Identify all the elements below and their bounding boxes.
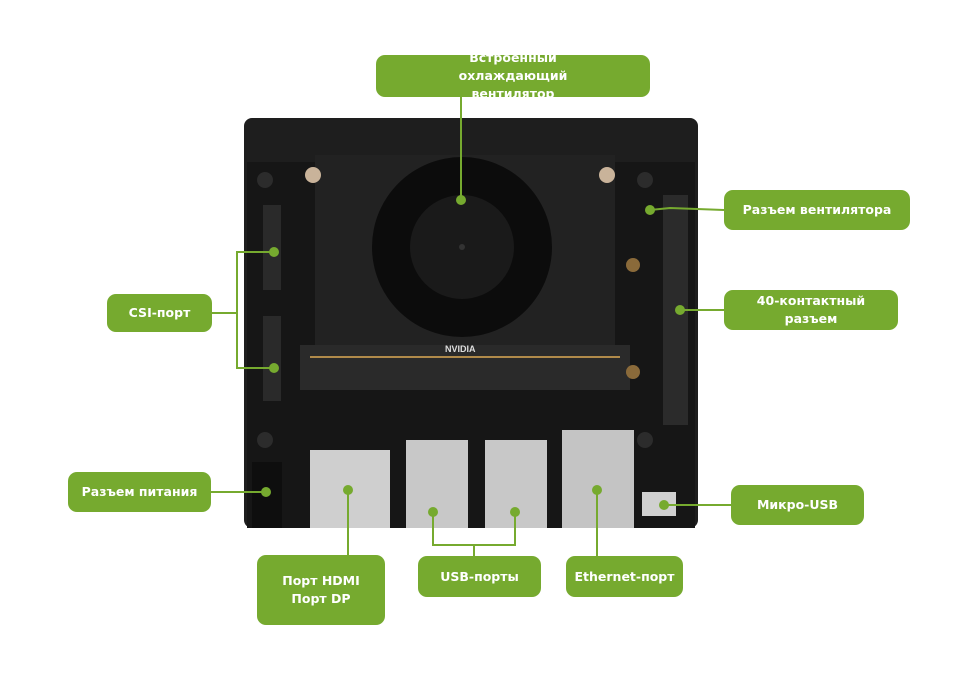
label-hdmi: Порт HDMI	[282, 573, 360, 588]
label-40pin-header: 40-контактный разъем	[724, 290, 898, 330]
label-power-connector: Разъем питания	[68, 472, 211, 512]
callout-dots	[261, 195, 685, 517]
csi-connector	[263, 316, 281, 401]
label-ethernet-port: Ethernet-порт	[566, 556, 683, 597]
nvidia-logo: NVIDIA	[445, 344, 476, 354]
label-usb-ports: USB-порты	[418, 556, 541, 597]
label-fan: Встроенный охлаждающий вентилятор	[376, 50, 650, 101]
label-dp: Порт DP	[291, 591, 351, 606]
label-hdmi-dp: Порт HDMI Порт DP	[257, 555, 385, 625]
label-micro-usb: Микро-USB	[731, 485, 864, 525]
label-fan-connector: Разъем вентилятора	[724, 190, 910, 230]
label-csi-port: CSI-порт	[107, 294, 212, 332]
sodimm-slot	[300, 345, 630, 390]
